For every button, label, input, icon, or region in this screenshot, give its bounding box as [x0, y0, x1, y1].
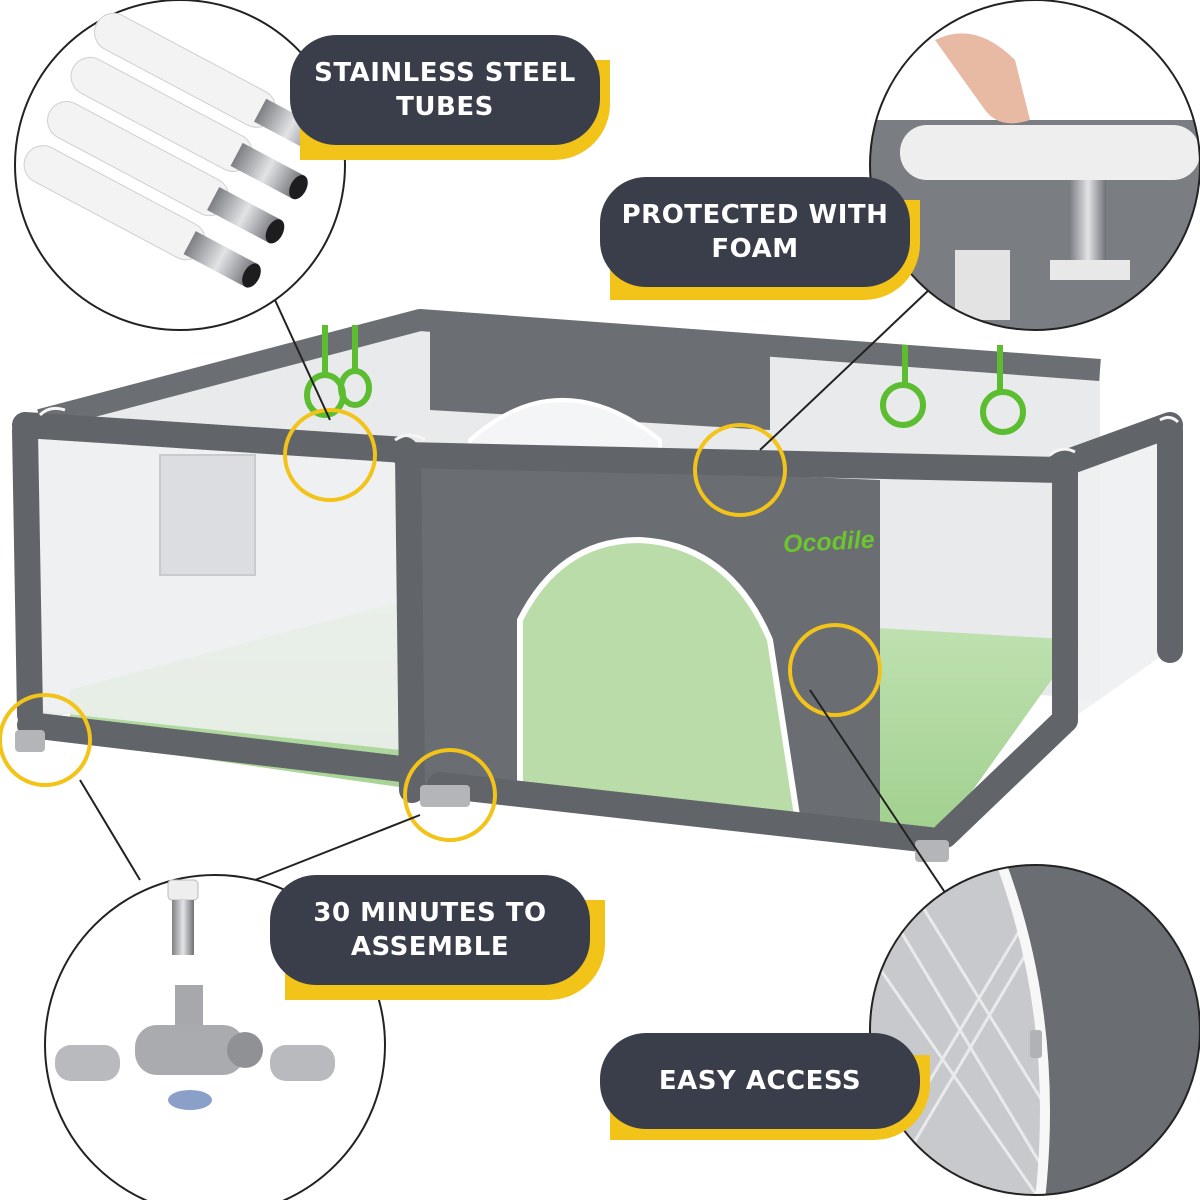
- callout-label: PROTECTED WITH FOAM: [621, 200, 889, 264]
- leader-lines: [79, 269, 951, 901]
- callout-protected-with-foam: PROTECTED WITH FOAM: [600, 177, 910, 287]
- detail-tubes: [14, 0, 346, 331]
- callout-30-minutes-to-assemble: 30 MINUTES TO ASSEMBLE: [270, 875, 590, 985]
- callout-easy-access: EASY ACCESS: [600, 1033, 920, 1129]
- detail-zipper: [869, 864, 1200, 1196]
- callout-label: 30 MINUTES TO ASSEMBLE: [313, 898, 547, 962]
- playpen: [12, 309, 1183, 862]
- highlight-rings: [0, 408, 882, 842]
- toy-rings: [304, 325, 1026, 435]
- callout-label: EASY ACCESS: [658, 1066, 862, 1096]
- brand-logo: Ocodile: [782, 525, 876, 559]
- callout-stainless-steel-tubes: STAINLESS STEEL TUBES: [290, 35, 600, 145]
- detail-foam: [869, 0, 1200, 331]
- callout-label: STAINLESS STEEL TUBES: [314, 58, 576, 122]
